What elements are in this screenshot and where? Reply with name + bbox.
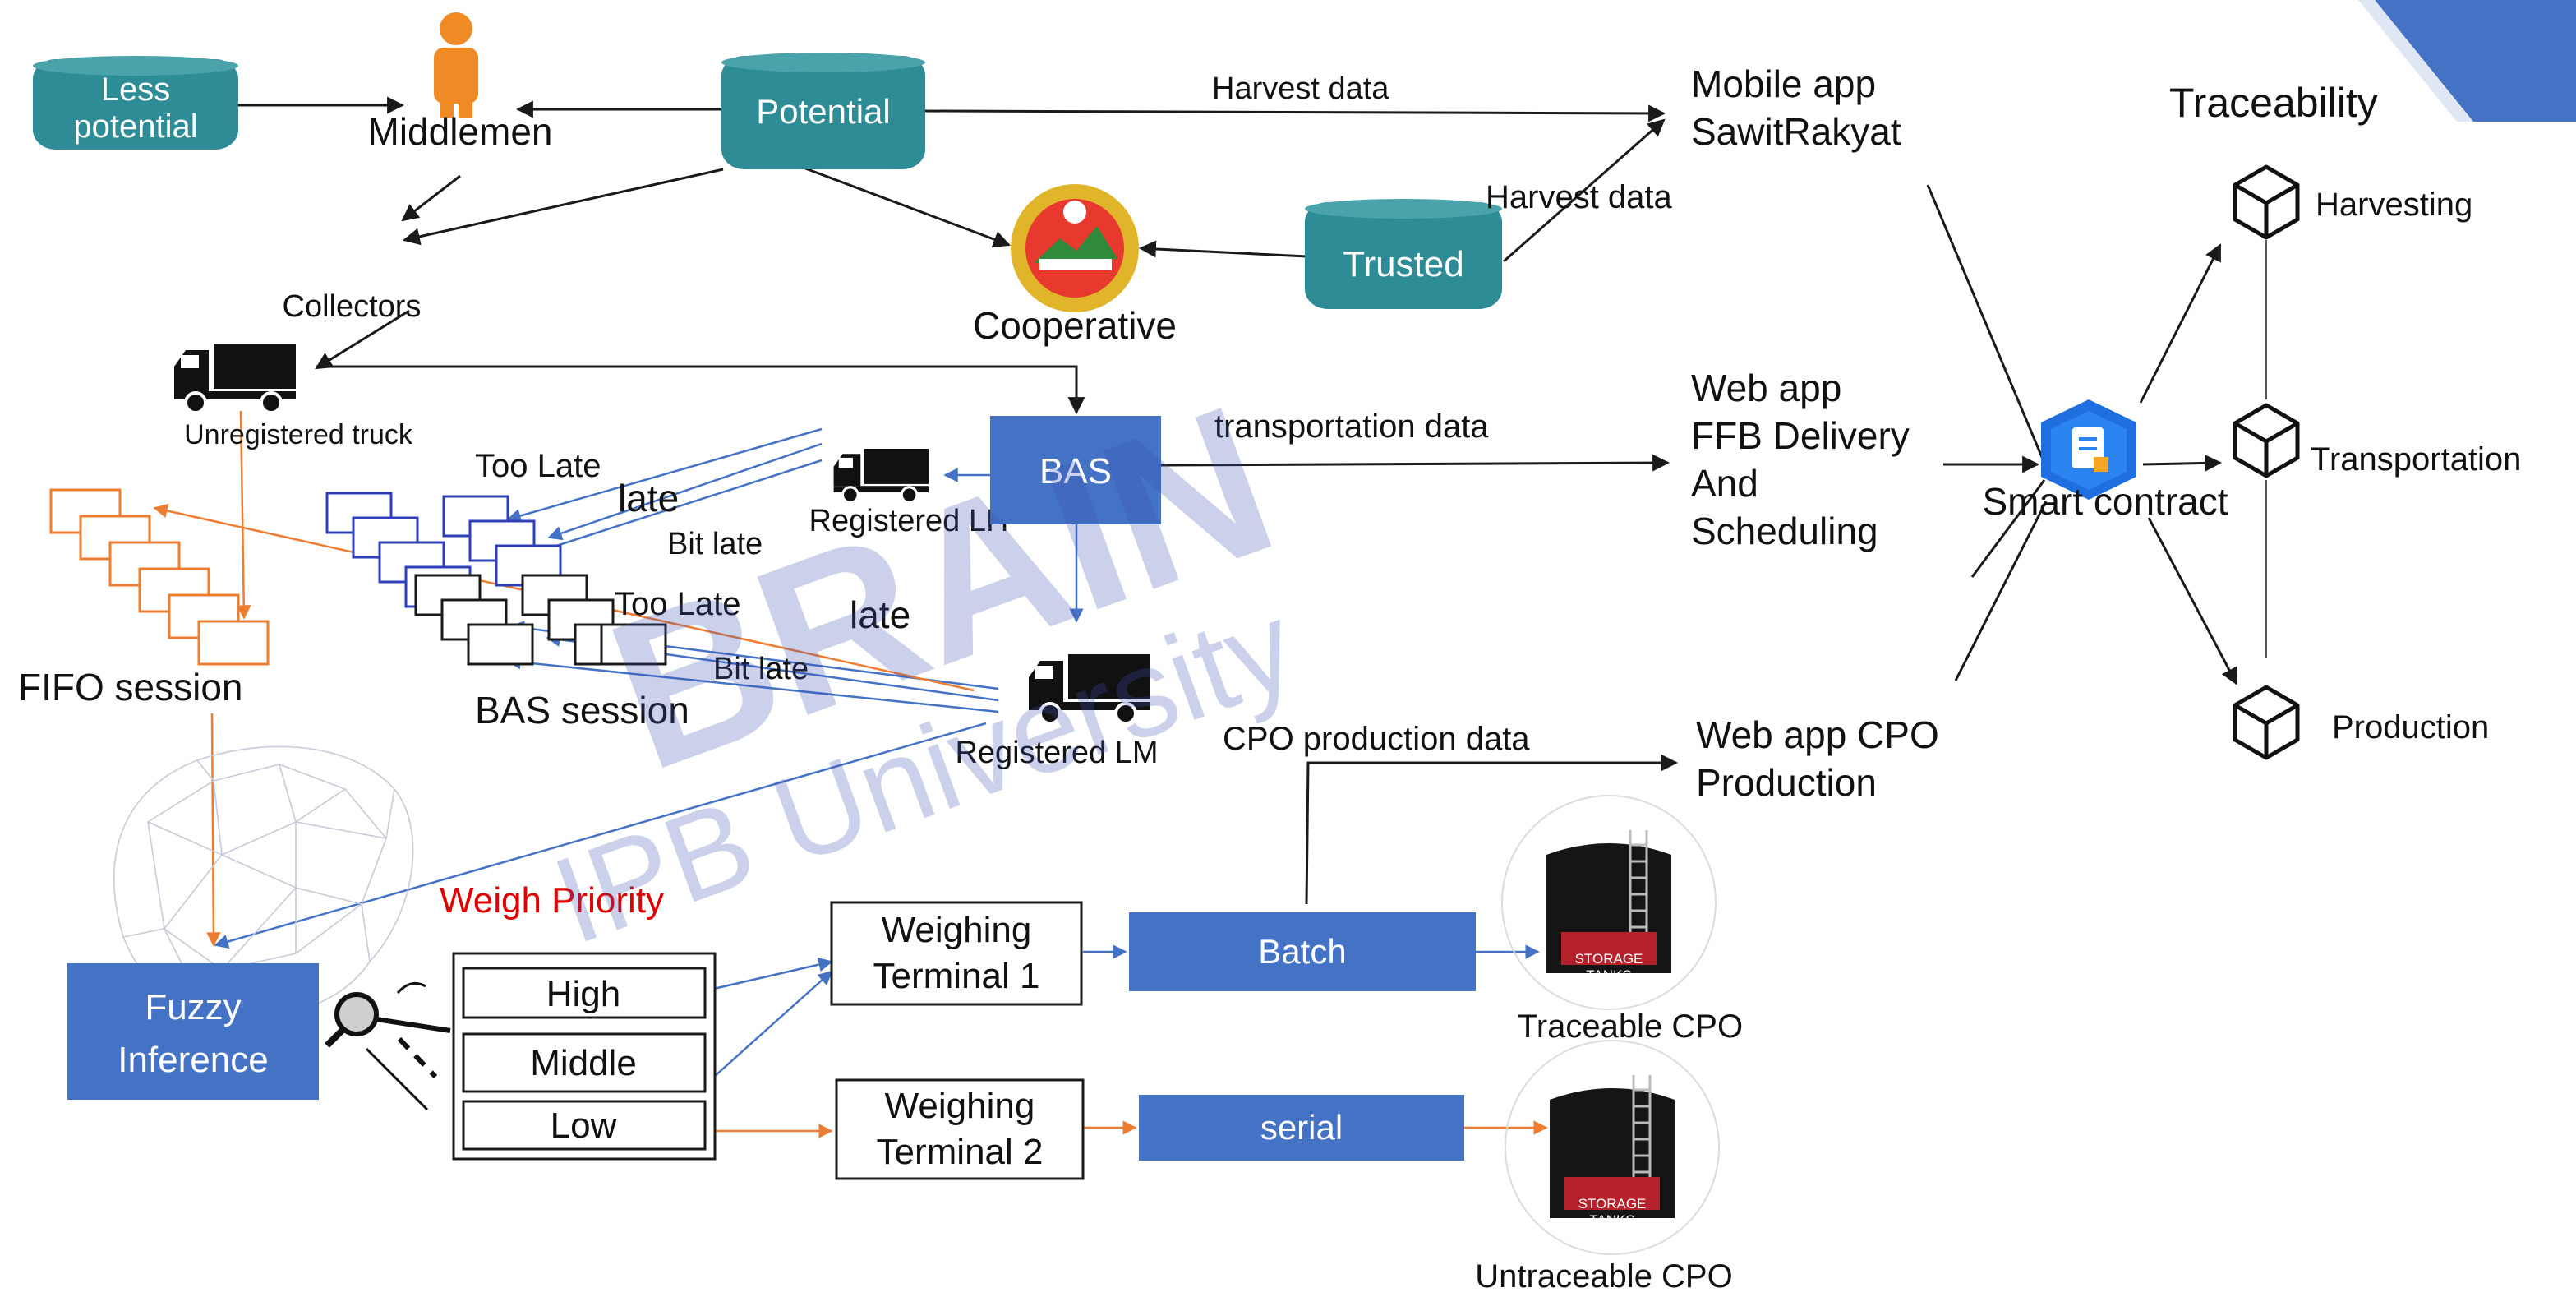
batch-node: Batch (1129, 912, 1476, 991)
fuzzy-label-line1: Fuzzy (145, 987, 241, 1027)
traceability-title: Traceability (2169, 80, 2378, 126)
late-1-label: late (618, 477, 679, 519)
fifo-session-queue (49, 488, 270, 666)
tank-1-label-line1: STORAGE (1575, 951, 1643, 967)
bas-session-queue-black (414, 574, 667, 666)
terminal-1-line1: Weighing (882, 910, 1032, 950)
terminal-2-line2: Terminal 2 (877, 1132, 1044, 1172)
less-potential-line2: potential (73, 108, 197, 145)
less-potential-node: Less potential (33, 56, 238, 150)
traceable-cpo-label: Traceable CPO (1518, 1009, 1743, 1045)
stage-transportation: Transportation (2311, 441, 2521, 478)
cooperative-label: Cooperative (973, 304, 1177, 347)
priority-low: Low (551, 1105, 617, 1146)
transportation-cube-icon (2235, 405, 2297, 476)
priority-middle: Middle (530, 1043, 637, 1083)
potential-label: Potential (756, 92, 890, 131)
weighing-terminal-1: Weighing Terminal 1 (830, 901, 1083, 1006)
harvesting-cube-icon (2235, 167, 2297, 238)
fuzzy-inference-node: Fuzzy Inference (67, 963, 319, 1100)
bas-node: BAS (990, 416, 1161, 524)
web-app-ffb-line3: And (1691, 462, 1758, 505)
web-app-ffb-line4: Scheduling (1691, 510, 1878, 552)
bas-session-label: BAS session (475, 689, 689, 732)
brain-network-icon (113, 745, 414, 1018)
person-icon (434, 12, 478, 118)
trusted-label: Trusted (1343, 244, 1464, 284)
web-app-cpo-line2: Production (1696, 761, 1877, 804)
unregistered-truck-icon (173, 342, 297, 414)
cooperative-logo (1011, 184, 1139, 312)
terminal-1-line2: Terminal 1 (873, 956, 1040, 996)
smart-contract-icon (2041, 399, 2136, 500)
bit-late-2-label: Bit late (713, 652, 809, 686)
middlemen-label: Middlemen (368, 110, 553, 153)
tank-1-label-line2: TANKS (1586, 967, 1631, 983)
stage-harvesting: Harvesting (2316, 187, 2472, 223)
serial-node: serial (1139, 1095, 1464, 1161)
harvest-data-top-label: Harvest data (1212, 72, 1389, 106)
bas-label: BAS (1039, 451, 1112, 492)
stage-production: Production (2332, 709, 2489, 745)
harvest-data-mid-label: Harvest data (1486, 179, 1673, 215)
web-app-cpo-line1: Web app CPO (1696, 713, 1939, 756)
trusted-node: Trusted (1305, 199, 1502, 309)
too-late-2-label: Too Late (615, 586, 740, 622)
less-potential-line1: Less (101, 72, 171, 108)
magnifier-icon (325, 981, 451, 1111)
tank-2-label-line2: TANKS (1589, 1212, 1634, 1228)
weigh-priority-label: Weigh Priority (440, 880, 664, 921)
fifo-session-label: FIFO session (18, 666, 243, 709)
unregistered-truck-label: Unregistered truck (184, 419, 413, 450)
registered-lm-label: Registered LM (955, 736, 1158, 770)
priority-list: High Middle Low (452, 952, 717, 1161)
potential-node: Potential (721, 53, 925, 169)
mobile-app-line1: Mobile app (1691, 62, 1876, 105)
connectors (237, 96, 2267, 905)
too-late-1-label: Too Late (475, 448, 601, 484)
cpo-production-data-label: CPO production data (1223, 721, 1530, 757)
corner-banner (2375, 0, 2576, 122)
weighing-terminal-2: Weighing Terminal 2 (835, 1078, 1085, 1180)
bit-late-1-label: Bit late (667, 527, 763, 561)
smart-contract-label: Smart contract (1982, 480, 2228, 523)
transportation-data-label: transportation data (1214, 408, 1489, 445)
registered-lh-label: Registered LH (809, 504, 1009, 538)
terminal-2-line1: Weighing (885, 1086, 1035, 1126)
mobile-app-line2: SawitRakyat (1691, 110, 1901, 153)
untraceable-cpo-label: Untraceable CPO (1475, 1258, 1732, 1295)
serial-label: serial (1260, 1108, 1343, 1147)
late-2-label: late (850, 593, 910, 636)
tank-2-label-line1: STORAGE (1578, 1196, 1647, 1212)
web-app-ffb-line2: FFB Delivery (1691, 414, 1910, 457)
web-app-ffb-line1: Web app (1691, 367, 1841, 409)
corner-banner-edge (2358, 0, 2473, 122)
batch-label: Batch (1258, 932, 1346, 971)
priority-high: High (546, 974, 621, 1014)
production-cube-icon (2235, 687, 2297, 758)
fuzzy-label-line2: Inference (118, 1040, 268, 1080)
collectors-label: Collectors (283, 289, 422, 324)
